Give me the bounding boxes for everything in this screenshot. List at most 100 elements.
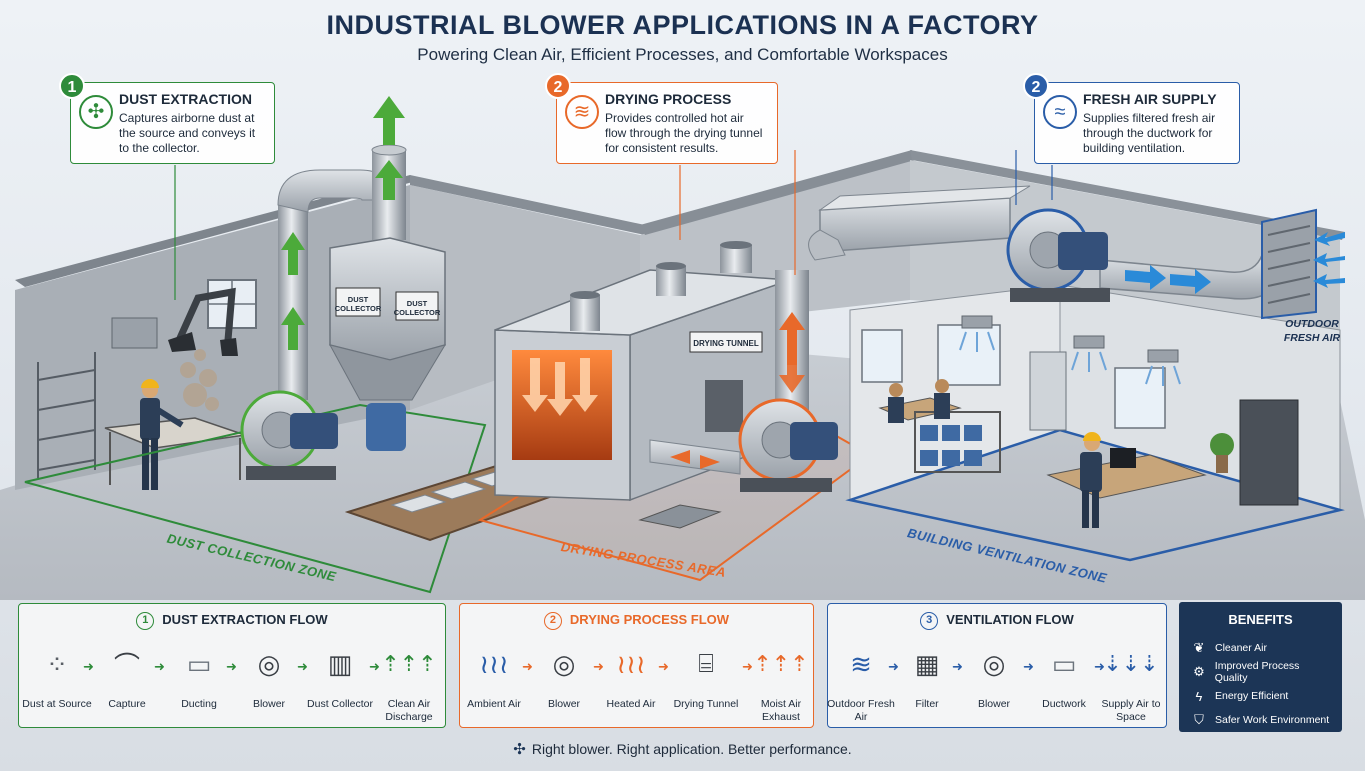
flow-title: DRYING PROCESS FLOW <box>569 612 730 627</box>
flow-step: ⇡⇡⇡ Clean Air Discharge <box>374 642 444 724</box>
flow-step: ▭Ducting <box>159 642 239 711</box>
flow-step-label: Supply Air to Space <box>1101 698 1161 723</box>
office-door <box>1029 351 1067 431</box>
tagline: ✣Right blower. Right application. Better… <box>0 740 1365 758</box>
wind-icon: ≈ <box>1043 95 1077 129</box>
callout-badge: 1 <box>59 73 85 99</box>
shelf-unit-left <box>37 352 96 478</box>
fresh-air-arrows <box>1125 265 1211 294</box>
flow-step-label: Outdoor Fresh Air <box>827 698 895 723</box>
flow-step: ◎Blower <box>954 642 1034 711</box>
fresh-air-icon: ≋ <box>850 648 872 679</box>
flow-step: ◎Blower <box>229 642 309 711</box>
flow-panel-drying: 2 DRYING PROCESS FLOW ≀≀≀ Ambient Air ➜ ◎ B… <box>459 603 814 728</box>
tagline-text: Right blower. Right application. Better … <box>531 741 852 757</box>
flow-step-label: Ambient Air <box>467 698 521 710</box>
flow-arrow: ➜ <box>226 659 237 674</box>
ceiling-diffusers <box>961 315 1179 363</box>
wall-back-top <box>410 175 645 235</box>
flow-step: ⇣⇣⇣ Supply Air to Space <box>1098 642 1164 724</box>
outdoor-louvre <box>1261 208 1317 320</box>
wall-center-top <box>640 150 915 235</box>
callout-heading: FRESH AIR SUPPLY <box>1083 91 1217 107</box>
tray-stack <box>638 504 722 529</box>
flow-title: VENTILATION FLOW <box>946 612 1074 627</box>
flow-step-label: Clean Air Discharge <box>385 698 433 723</box>
drying-tunnel-icon: ⌸ <box>698 648 714 678</box>
flow-step-label: Dust at Source <box>22 698 92 710</box>
blower-drying <box>738 398 838 492</box>
flow-number: 2 <box>543 612 562 630</box>
clean-air-arrows <box>281 96 405 350</box>
gear-icon: ⚙ <box>1193 664 1205 679</box>
flow-step: ▭Ductwork <box>1024 642 1104 711</box>
tunnel-stacks <box>570 241 752 331</box>
benefit-item: ❦Cleaner Air <box>1187 636 1334 660</box>
flow-step: ⁘Dust at Source <box>17 642 97 711</box>
filter-icon: ▦ <box>914 648 940 679</box>
flow-step-label: Heated Air <box>606 698 656 710</box>
flow-step: ⇡⇡⇡Moist Air Exhaust <box>742 642 820 724</box>
callout-drying-process: 2 ≋ DRYING PROCESS Provides controlled h… <box>545 73 778 164</box>
page-title: INDUSTRIAL BLOWER APPLICATIONS IN A FACT… <box>326 10 1039 40</box>
flow-arrow: ➜ <box>742 659 753 674</box>
drying-hot-arrows <box>779 312 805 393</box>
flow-step-label: Blower <box>252 698 286 710</box>
seated-workers <box>888 379 950 423</box>
wall-back <box>410 185 640 410</box>
callout-text: Captures airborne dust at the source and… <box>119 111 256 155</box>
flow-arrow: ➜ <box>952 659 963 674</box>
flow-arrow: ➜ <box>83 659 94 674</box>
flow-step: ≀≀≀ Heated Air <box>591 642 671 711</box>
flow-arrow: ➜ <box>658 659 669 674</box>
flow-number: 3 <box>920 612 939 630</box>
outdoor-fresh-air-label: OUTDOOR <box>1285 318 1339 330</box>
ventilation-zone-outline <box>845 428 1345 562</box>
flow-step: ⌸ Drying Tunnel <box>666 642 746 711</box>
benefit-label: Cleaner Air <box>1215 642 1267 654</box>
flow-step: ▥Dust Collector <box>300 642 380 711</box>
wall-left-top <box>15 175 420 287</box>
office-worker <box>1080 432 1102 528</box>
down-arrows-icon: ⇣⇣⇣ <box>1103 651 1159 676</box>
flow-step-label: Filter <box>915 698 939 710</box>
flow-arrow: ➜ <box>522 659 533 674</box>
svg-text:DRYING TUNNEL: DRYING TUNNEL <box>693 339 759 348</box>
duct-icon: ▭ <box>186 648 212 679</box>
blower-icon: ◎ <box>982 648 1006 679</box>
flow-step-label: Drying Tunnel <box>673 698 739 710</box>
capture-arm <box>176 287 236 344</box>
flow-step-label: Moist Air Exhaust <box>760 698 802 723</box>
benefits-title: BENEFITS <box>1228 612 1293 627</box>
outdoor-fresh-air-label-2: FRESH AIR <box>1284 332 1341 344</box>
callout-badge: 2 <box>545 73 571 99</box>
flow-arrow: ➜ <box>888 659 899 674</box>
heated-air-icon: ≀≀≀ <box>616 648 646 679</box>
hot-air-arrows-inside <box>522 358 598 416</box>
flow-arrow: ➜ <box>593 659 604 674</box>
blower-icon: ◎ <box>552 648 576 679</box>
heat-waves-icon: ≋ <box>565 95 599 129</box>
flow-arrow: ➜ <box>1094 659 1105 674</box>
supply-air-lines <box>959 331 1181 386</box>
fan-icon: ✣ <box>79 95 113 129</box>
flow-step-label: Blower <box>547 698 581 710</box>
up-arrows-icon: ⇡⇡⇡ <box>381 651 437 676</box>
bolt-icon: ϟ <box>1195 688 1203 704</box>
benefit-label: Safer Work Environment <box>1215 714 1330 726</box>
flow-step: ⌒Capture <box>87 642 167 711</box>
duct-riser-left <box>278 200 308 400</box>
tunnel-side-door <box>705 380 743 432</box>
dust-cloud <box>180 349 219 411</box>
callout-text: Supplies filtered fresh air through the … <box>1083 111 1216 155</box>
flow-step: ◎ Blower <box>524 642 604 711</box>
benefit-item: ⚙Improved Process Quality <box>1187 660 1334 684</box>
flow-step: ≋ Outdoor Fresh Air <box>821 642 901 724</box>
